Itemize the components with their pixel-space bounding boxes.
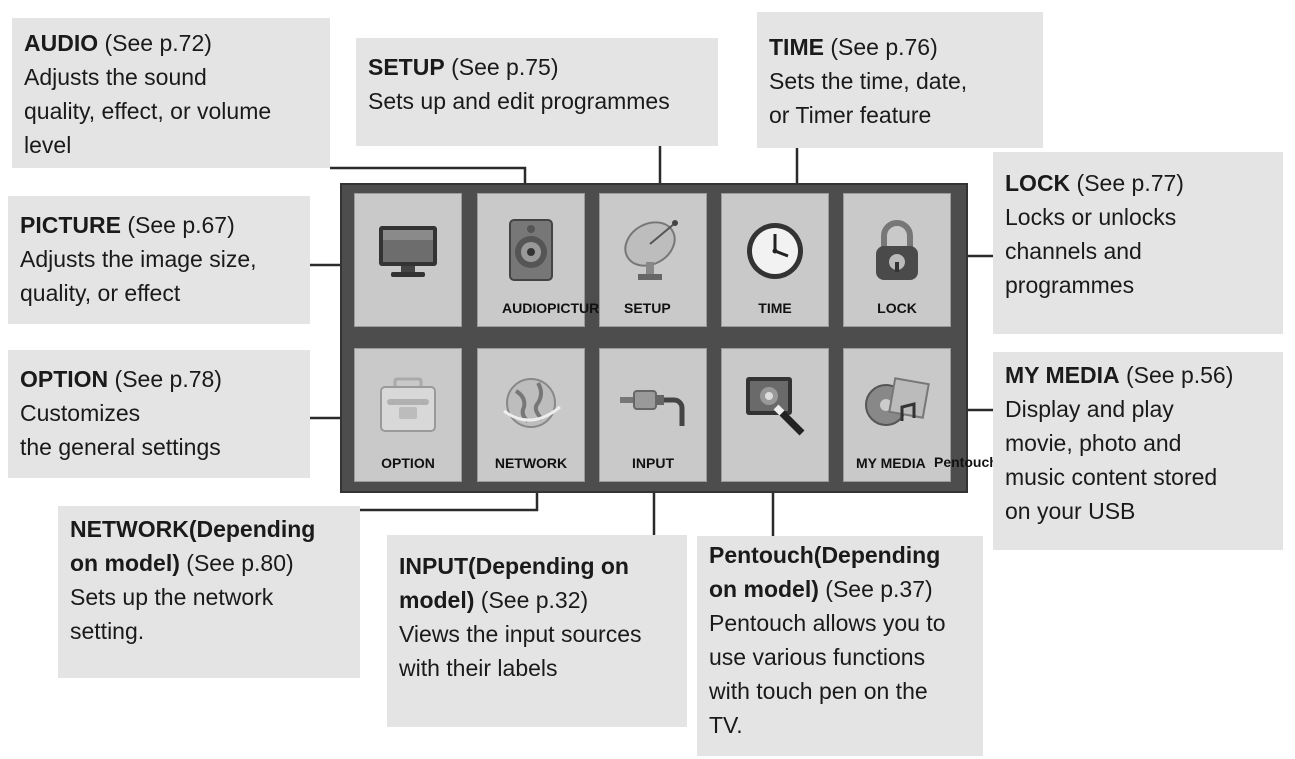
callout-text: programmes xyxy=(1005,272,1135,298)
callout-text: TV. xyxy=(709,712,743,738)
callout-text: music content stored xyxy=(1005,464,1218,490)
tile-label-mymedia: MY MEDIA xyxy=(856,455,926,471)
tile-label-audio: AUDIOPICTURE xyxy=(502,300,609,316)
menu-tile-network[interactable]: NETWORK xyxy=(477,348,585,482)
callout-title: MY MEDIA xyxy=(1005,362,1120,388)
callout-text: or Timer feature xyxy=(769,102,932,128)
callout-text: Pentouch allows you to xyxy=(709,610,946,636)
callout-text: Customizes xyxy=(20,400,141,426)
callout-ref: (See p.32) xyxy=(474,587,589,613)
callout-text: channels and xyxy=(1005,238,1142,264)
callout-title: SETUP xyxy=(368,54,445,80)
callout-title: LOCK xyxy=(1005,170,1071,196)
tile-label-time: TIME xyxy=(758,300,792,316)
callout-title: NETWORK(Depending xyxy=(70,516,316,542)
menu-tile-setup[interactable]: SETUP xyxy=(599,193,707,327)
callout-ref: (See p.80) xyxy=(179,550,294,576)
callout-title: TIME xyxy=(769,34,824,60)
callout-title: PICTURE xyxy=(20,212,121,238)
callout-lock: LOCK (See p.77) Locks or unlocks channel… xyxy=(993,152,1283,334)
callout-text: the general settings xyxy=(20,434,221,460)
menu-tile-mymedia[interactable]: MY MEDIA xyxy=(843,348,951,482)
callout-title: INPUT(Depending on xyxy=(399,553,629,579)
speaker-icon xyxy=(509,219,553,281)
callout-text: Views the input sources xyxy=(399,621,642,647)
callout-text: quality, or effect xyxy=(20,280,181,306)
tile-label-input: INPUT xyxy=(632,455,674,471)
callout-text: setting. xyxy=(70,618,145,644)
menu-tile-time[interactable]: TIME xyxy=(721,193,829,327)
callout-ref: (See p.77) xyxy=(1070,170,1184,196)
satellite-dish-icon xyxy=(624,220,678,280)
callout-audio: AUDIO (See p.72) Adjusts the sound quali… xyxy=(12,18,330,168)
menu-tile-option[interactable]: OPTION xyxy=(354,348,462,482)
pentouch-overflow-label: Pentouch xyxy=(934,454,998,470)
callout-title: model) xyxy=(399,587,475,613)
callout-text: Sets up and edit programmes xyxy=(368,88,670,114)
menu-tile-lock[interactable]: LOCK xyxy=(843,193,951,327)
callout-text: quality, effect, or volume xyxy=(24,98,272,124)
tile-label-network: NETWORK xyxy=(494,455,568,471)
callout-text: Sets the time, date, xyxy=(769,68,968,94)
toolbox-icon xyxy=(380,377,436,432)
tile-label-lock: LOCK xyxy=(877,300,917,316)
callout-text: Locks or unlocks xyxy=(1005,204,1177,230)
callout-text: level xyxy=(24,132,72,158)
callout-text: with touch pen on the xyxy=(709,678,928,704)
callout-picture: PICTURE (See p.67) Adjusts the image siz… xyxy=(8,196,310,324)
tile-label-setup: SETUP xyxy=(624,300,671,316)
callout-ref: (See p.67) xyxy=(120,212,235,238)
callout-text: Display and play xyxy=(1005,396,1174,422)
menu-tile-audio[interactable]: AUDIOPICTURE xyxy=(477,193,609,327)
menu-tile-picture[interactable] xyxy=(354,193,462,327)
callout-ref: (See p.76) xyxy=(823,34,938,60)
plug-icon xyxy=(620,390,685,426)
callout-text: movie, photo and xyxy=(1005,430,1182,456)
callout-title: AUDIO xyxy=(24,30,99,56)
callout-title: OPTION xyxy=(20,366,109,392)
callout-title: Pentouch(Depending xyxy=(709,542,941,568)
callout-ref: (See p.37) xyxy=(818,576,933,602)
menu-tile-pentouch[interactable] xyxy=(721,348,829,482)
callout-text: with their labels xyxy=(399,655,558,681)
callout-title: on model) xyxy=(709,576,819,602)
clock-icon xyxy=(747,223,803,279)
callout-text: use various functions xyxy=(709,644,926,670)
tv-icon xyxy=(379,226,437,277)
callout-ref: (See p.72) xyxy=(98,30,212,56)
callout-mymedia: MY MEDIA (See p.56) Display and play mov… xyxy=(993,352,1283,550)
callout-ref: (See p.56) xyxy=(1119,362,1234,388)
callout-ref: (See p.78) xyxy=(108,366,222,392)
callout-title: on model) xyxy=(70,550,180,576)
callout-time: TIME (See p.76) Sets the time, date, or … xyxy=(757,12,1043,148)
callout-text: Adjusts the sound xyxy=(24,64,207,90)
callout-network: NETWORK(Depending on model) (See p.80) S… xyxy=(58,506,360,678)
callout-ref: (See p.75) xyxy=(444,54,559,80)
globe-icon xyxy=(503,378,561,428)
callout-input: INPUT(Depending on model) (See p.32) Vie… xyxy=(387,535,687,727)
callout-text: Adjusts the image size, xyxy=(20,246,257,272)
media-icon xyxy=(865,377,930,426)
padlock-icon xyxy=(876,220,918,280)
menu-tile-input[interactable]: INPUT xyxy=(599,348,707,482)
tile-label-option: OPTION xyxy=(381,455,435,471)
callout-option: OPTION (See p.78) Customizes the general… xyxy=(8,350,310,478)
callout-text: Sets up the network xyxy=(70,584,274,610)
callout-setup: SETUP (See p.75) Sets up and edit progra… xyxy=(356,38,718,146)
pen-screen-icon xyxy=(746,377,805,436)
callout-pentouch: Pentouch(Depending on model) (See p.37) … xyxy=(697,536,983,756)
callout-text: on your USB xyxy=(1005,498,1136,524)
